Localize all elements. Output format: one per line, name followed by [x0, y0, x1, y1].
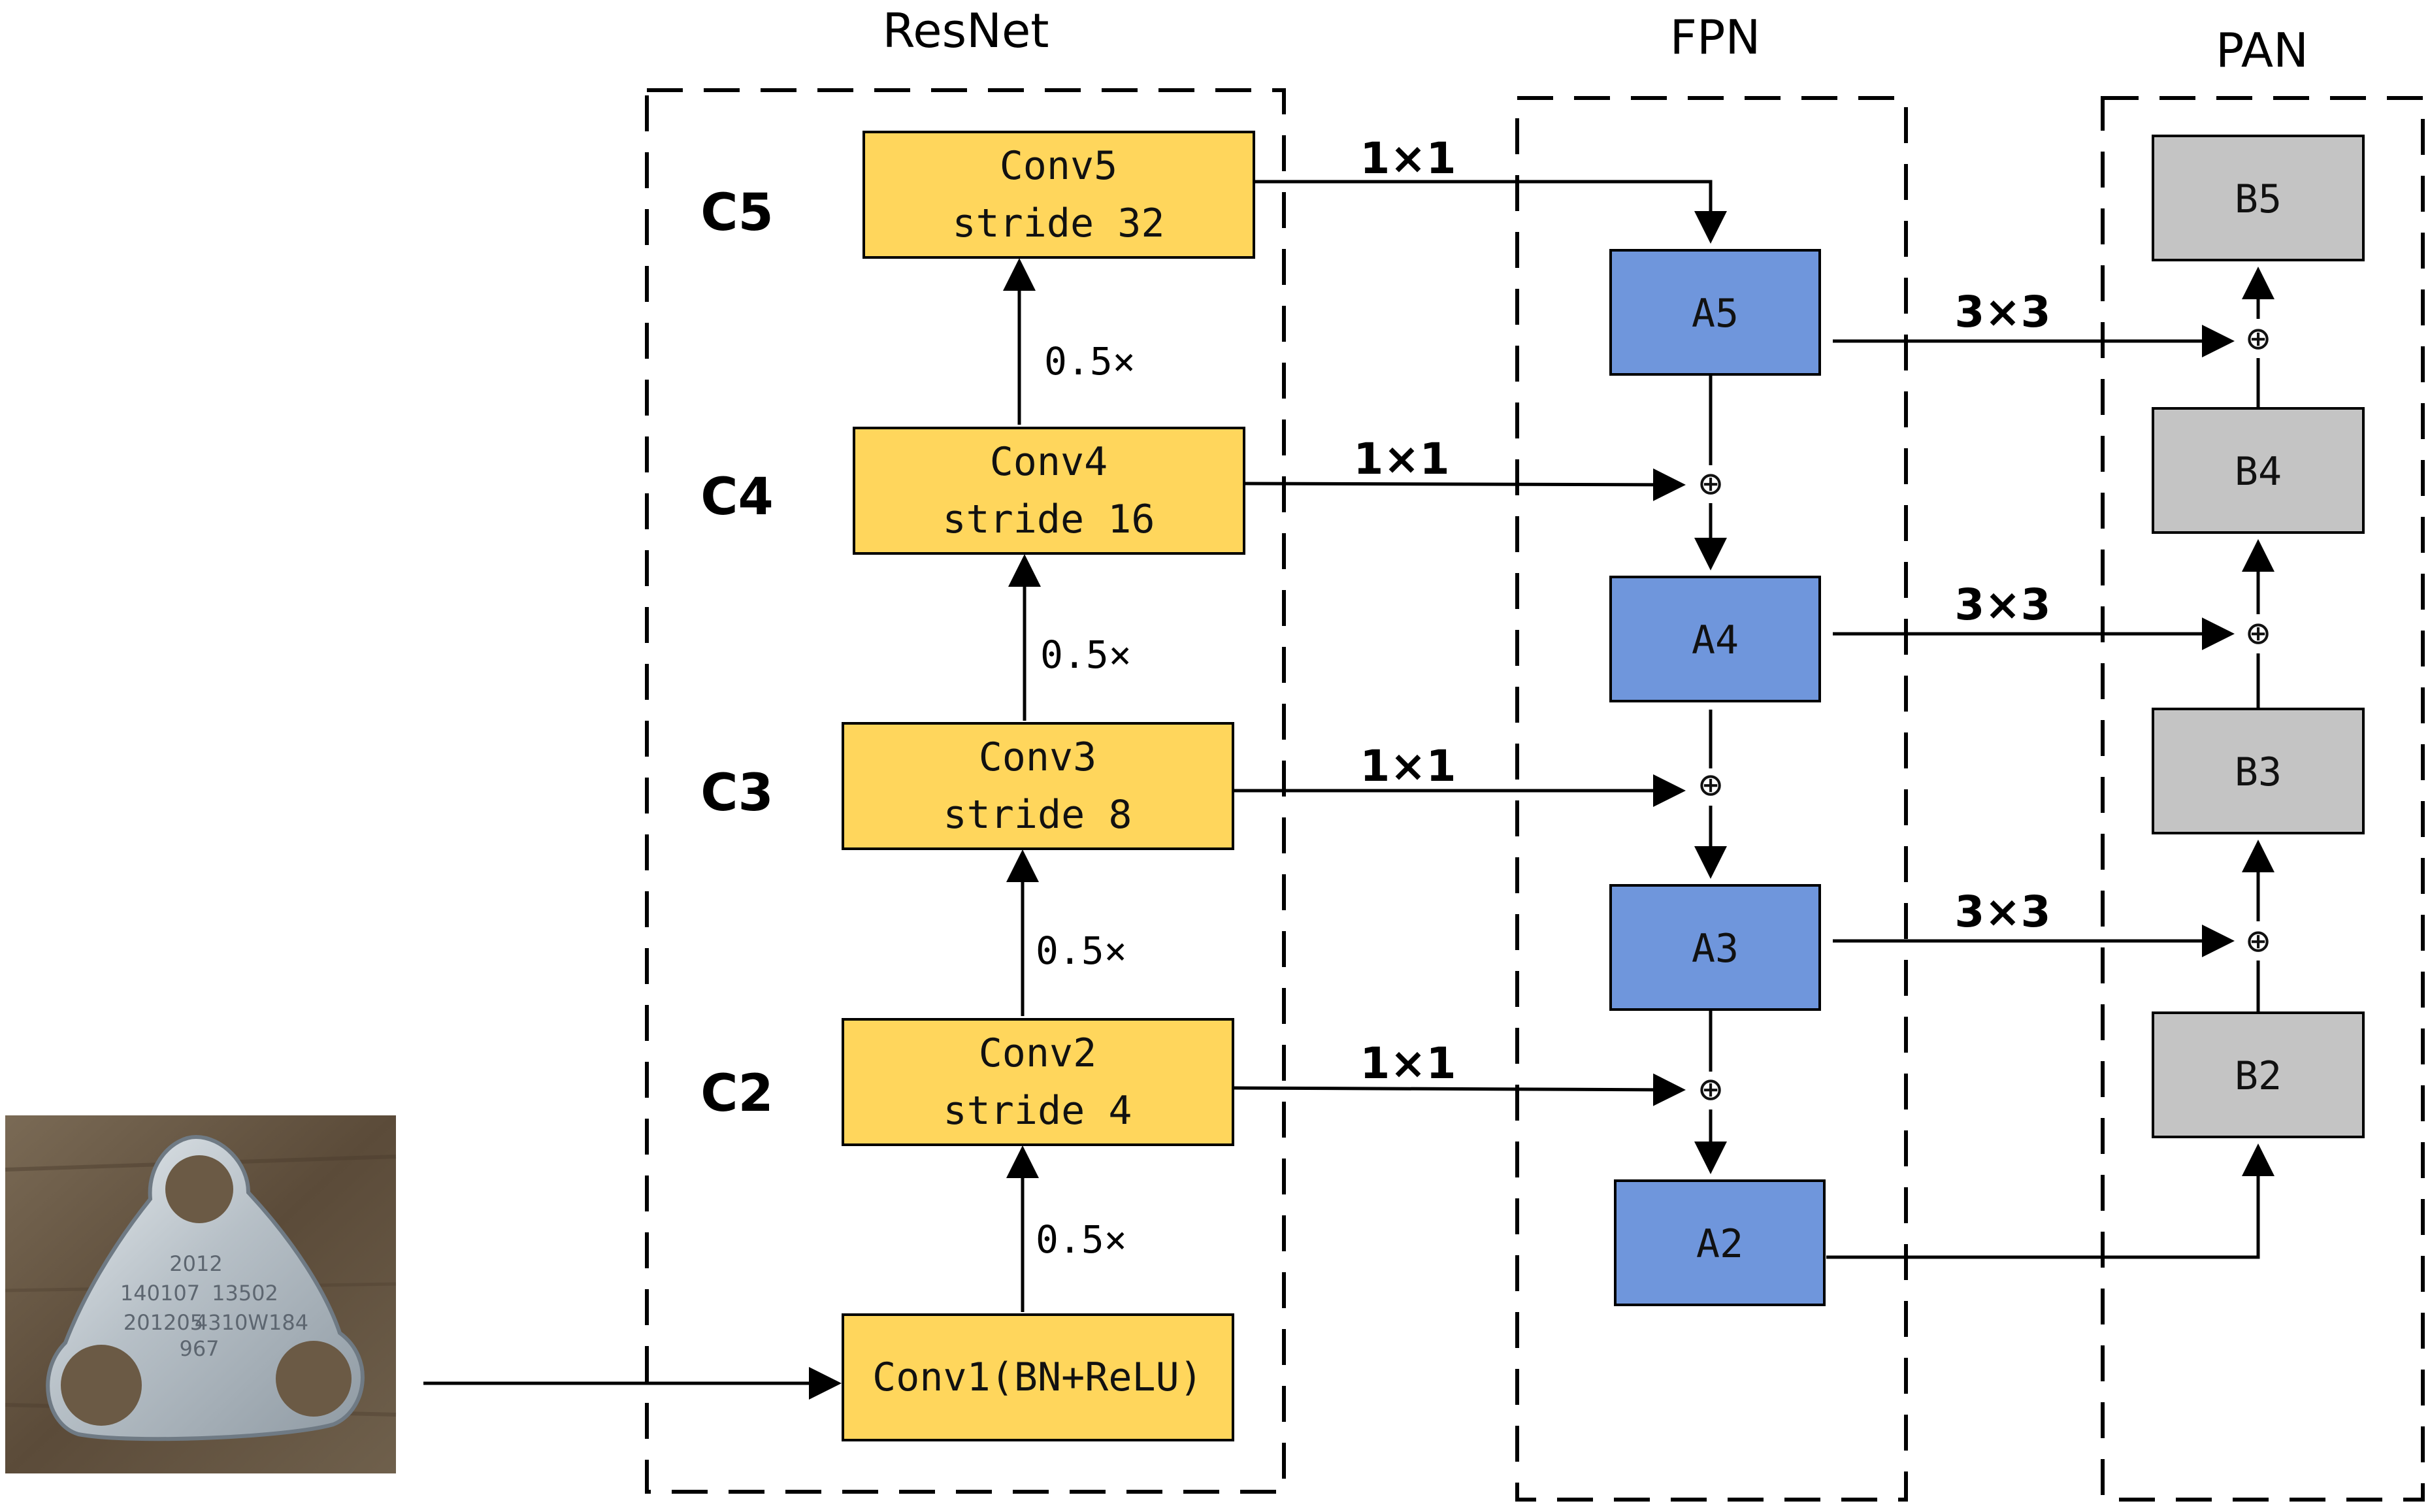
fpn-title: FPN	[1670, 10, 1761, 65]
pan-label: 3×3	[1954, 287, 2050, 337]
scale-label: 0.5×	[1036, 929, 1127, 973]
lateral-c2	[1232, 1073, 1686, 1106]
add-icon: ⊕	[2246, 610, 2270, 656]
svg-text:B5: B5	[2235, 176, 2282, 222]
resnet-title: ResNet	[883, 3, 1049, 58]
svg-text:B2: B2	[2235, 1053, 2282, 1099]
pan-title: PAN	[2216, 23, 2308, 78]
level-c4: C4	[700, 468, 774, 527]
svg-text:Conv4: Conv4	[990, 439, 1108, 485]
scale-label: 0.5×	[1040, 633, 1132, 677]
lateral-label: 1×1	[1360, 133, 1456, 184]
resnet-box-conv4: Conv4 stride 16	[853, 427, 1245, 555]
lateral-label: 1×1	[1360, 1038, 1456, 1089]
svg-text:140107: 140107	[120, 1281, 200, 1306]
lateral-c5-a5	[1254, 180, 1727, 244]
level-c3: C3	[700, 764, 774, 823]
svg-text:A4: A4	[1692, 617, 1739, 663]
lateral-c4	[1243, 468, 1686, 501]
resnet-box-conv5: Conv5 stride 32	[862, 131, 1255, 259]
svg-text:B4: B4	[2235, 449, 2282, 495]
add-icon: ⊕	[1699, 1066, 1722, 1112]
fpn-box-a3: A3	[1609, 884, 1821, 1011]
svg-text:4310W184: 4310W184	[195, 1310, 308, 1335]
svg-text:stride 16: stride 16	[942, 497, 1155, 542]
svg-text:B3: B3	[2235, 749, 2282, 795]
resnet-box-conv3: Conv3 stride 8	[842, 722, 1234, 850]
input-image: 2012 140107 13502 201205 4310W184 967	[5, 1115, 397, 1473]
pan-box-b2: B2	[2152, 1011, 2365, 1138]
pan-box-b4: B4	[2152, 407, 2365, 534]
pan-frame	[2101, 96, 2425, 1502]
svg-text:Conv1(BN+ReLU): Conv1(BN+ReLU)	[872, 1355, 1203, 1400]
resnet-box-conv1: Conv1(BN+ReLU)	[842, 1313, 1234, 1441]
pan-label: 3×3	[1954, 887, 2050, 937]
fpn-box-a5: A5	[1609, 249, 1821, 376]
pan-box-b3: B3	[2152, 708, 2365, 834]
pan-box-b5: B5	[2152, 135, 2365, 261]
svg-text:A5: A5	[1692, 291, 1739, 337]
svg-text:stride 8: stride 8	[944, 792, 1132, 838]
lateral-label: 1×1	[1353, 434, 1449, 484]
resnet-box-conv2: Conv2 stride 4	[842, 1018, 1234, 1146]
fpn-box-a2: A2	[1614, 1179, 1826, 1306]
fpn-box-a4: A4	[1609, 576, 1821, 702]
svg-text:stride 4: stride 4	[944, 1088, 1132, 1134]
add-icon: ⊕	[2246, 316, 2270, 361]
svg-text:A2: A2	[1696, 1221, 1743, 1267]
svg-text:Conv5: Conv5	[1000, 143, 1118, 189]
add-icon: ⊕	[1699, 762, 1722, 808]
scale-label: 0.5×	[1044, 339, 1136, 384]
level-c2: C2	[700, 1064, 774, 1123]
svg-text:stride 32: stride 32	[952, 201, 1164, 246]
add-icon: ⊕	[2246, 918, 2270, 964]
svg-text:Conv2: Conv2	[979, 1030, 1097, 1076]
level-c5: C5	[700, 184, 774, 242]
svg-text:A3: A3	[1692, 926, 1739, 972]
add-icon: ⊕	[1699, 461, 1722, 506]
scale-label: 0.5×	[1036, 1217, 1127, 1262]
svg-text:967: 967	[179, 1336, 219, 1361]
svg-text:2012: 2012	[169, 1251, 222, 1276]
svg-text:13502: 13502	[212, 1281, 278, 1306]
svg-text:Conv3: Conv3	[979, 734, 1097, 780]
pan-connect-a2-b2	[1826, 1143, 2274, 1259]
pan-label: 3×3	[1954, 580, 2050, 630]
svg-text:201205: 201205	[123, 1310, 203, 1335]
lateral-label: 1×1	[1360, 741, 1456, 791]
fpn-frame	[1515, 96, 1908, 1502]
